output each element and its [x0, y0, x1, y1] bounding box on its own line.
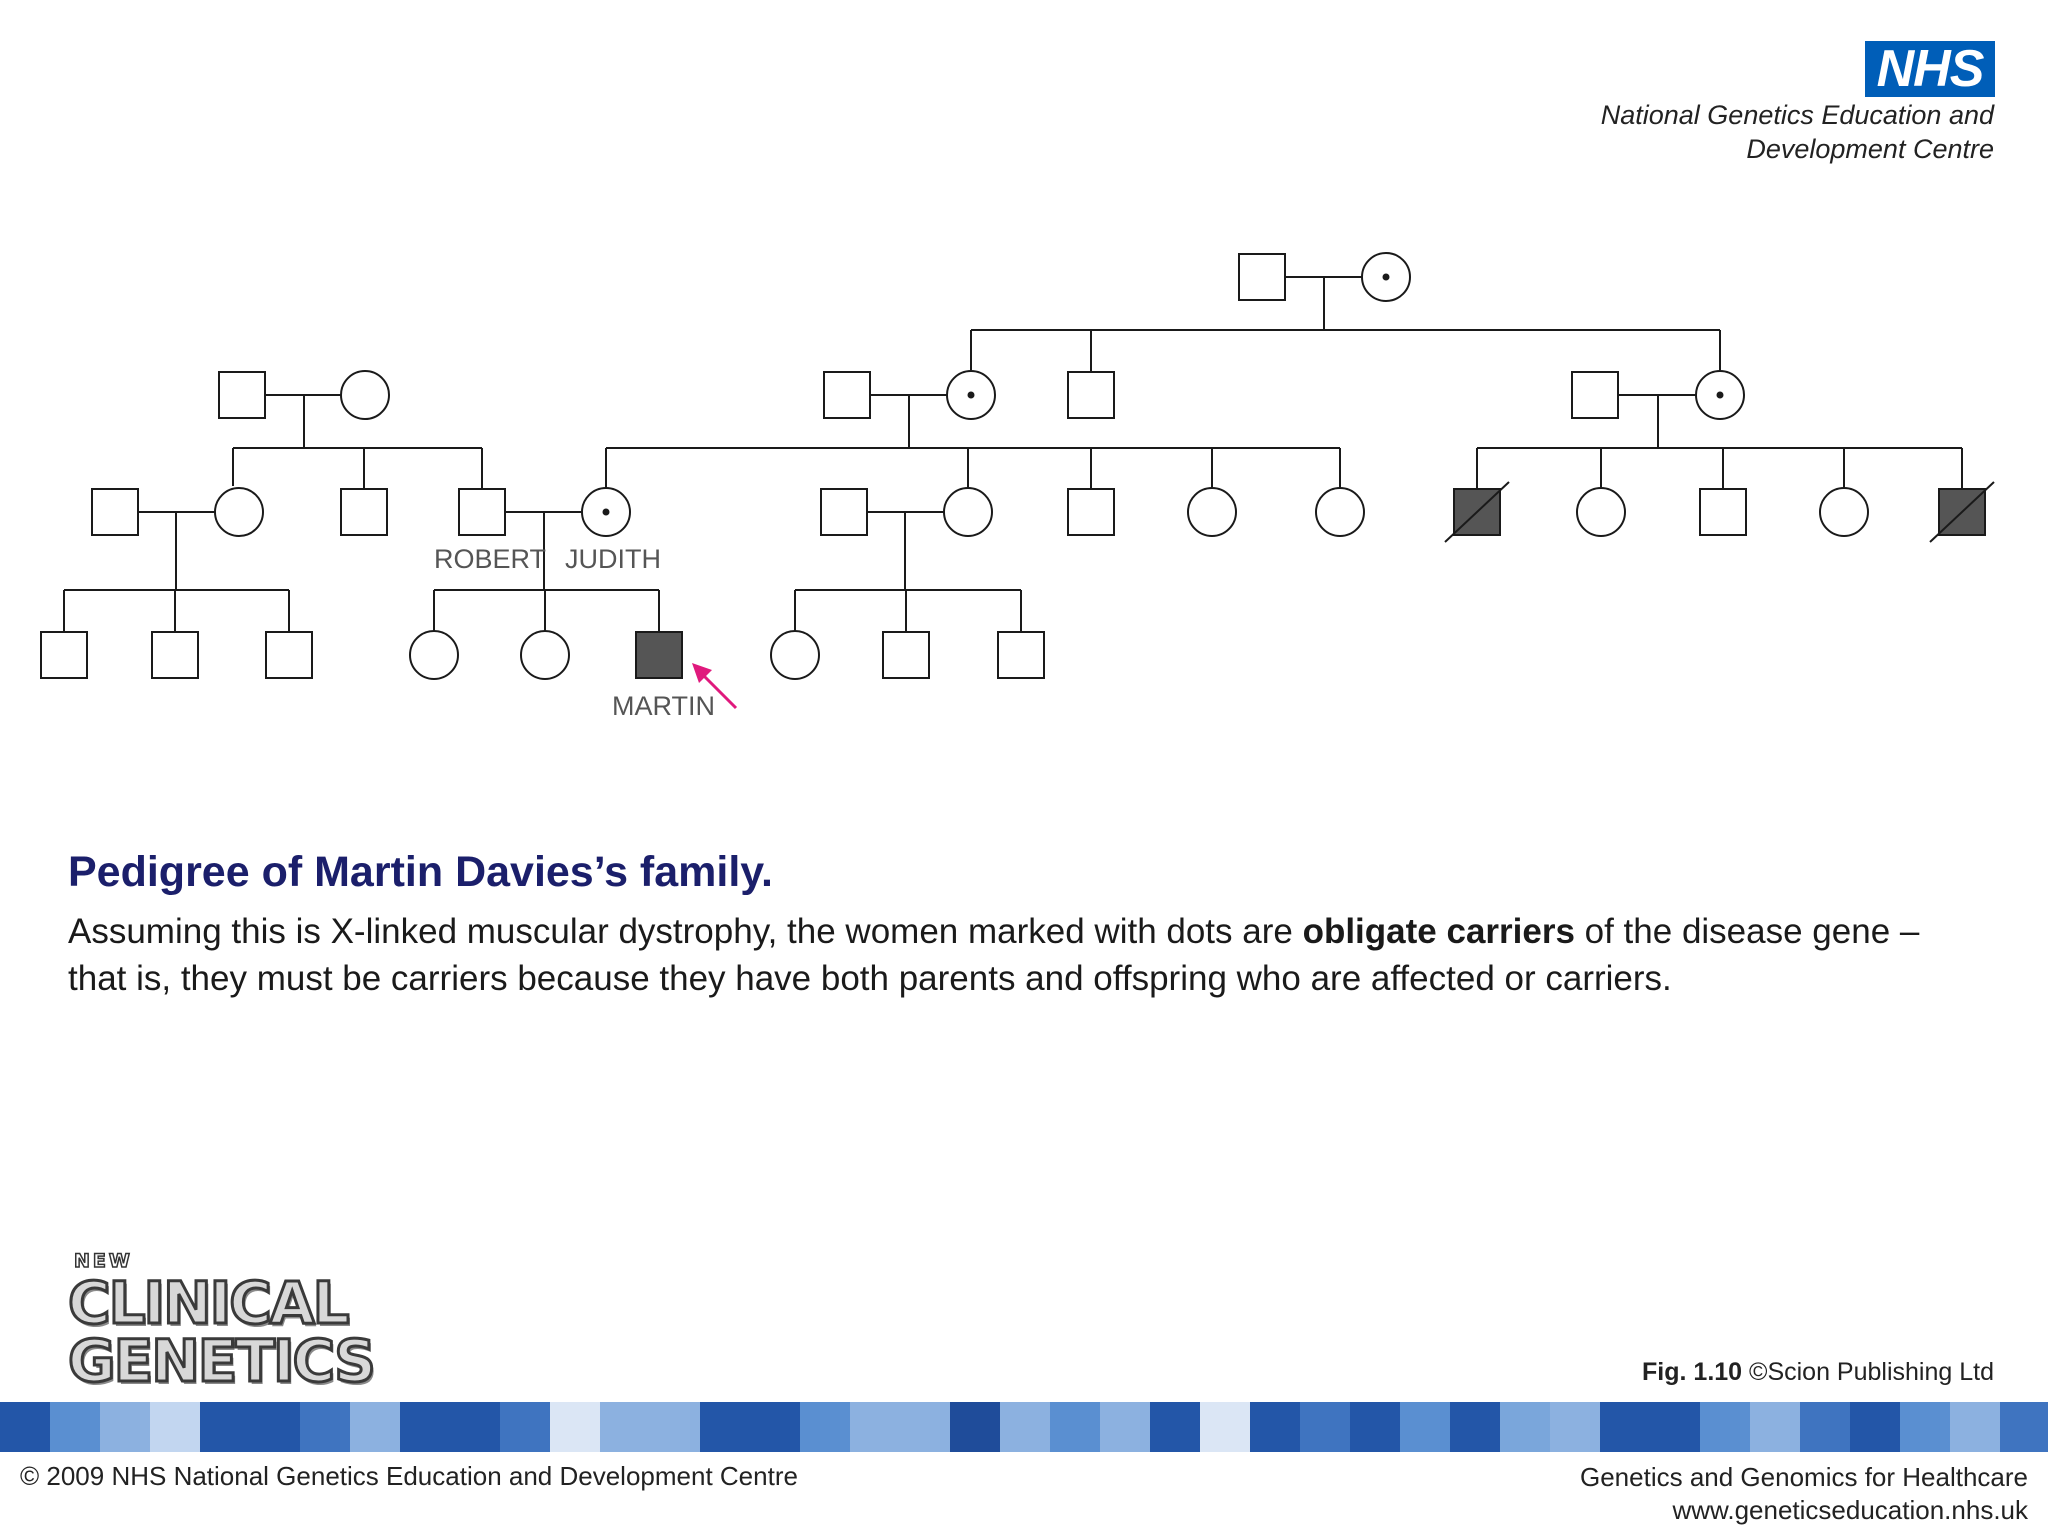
male-individual: [40, 631, 88, 679]
female-individual: [520, 630, 570, 680]
affected-deceased-male: [1444, 481, 1510, 543]
band-segment: [1750, 1402, 1800, 1452]
new-clinical-genetics-logo: NEW CLINICAL GENETICS: [67, 1249, 448, 1395]
female-individual: [409, 630, 459, 680]
decorative-color-band: [0, 1402, 2048, 1452]
logo-clinical-text: CLINICAL: [67, 1269, 352, 1337]
band-segment: [1500, 1402, 1550, 1452]
band-segment: [600, 1402, 700, 1452]
female-individual: [340, 370, 390, 420]
figure-credit: Fig. 1.10 ©Scion Publishing Ltd: [1642, 1358, 1994, 1387]
pedigree-lines: [63, 276, 1963, 632]
band-segment: [1400, 1402, 1450, 1452]
pedigree-diagram: ROBERT JUDITH MARTIN: [40, 252, 1995, 721]
carrier-female: [581, 487, 631, 537]
band-segment: [1550, 1402, 1600, 1452]
male-individual: [218, 371, 266, 419]
band-segment: [800, 1402, 850, 1452]
male-individual: [1067, 488, 1115, 536]
affected-deceased-male: [1929, 481, 1995, 543]
pedigree-individuals: [40, 252, 1995, 680]
caption-body-text: Assuming this is X-linked muscular dystr…: [68, 912, 1303, 951]
organisation-name-line1: National Genetics Education and: [1600, 100, 1994, 130]
band-segment: [350, 1402, 400, 1452]
band-segment: [50, 1402, 100, 1452]
band-segment: [1700, 1402, 1750, 1452]
band-segment: [1300, 1402, 1350, 1452]
male-individual: [882, 631, 930, 679]
footer-copyright: © 2009 NHS National Genetics Education a…: [20, 1461, 798, 1491]
male-individual: [1571, 371, 1619, 419]
band-segment: [1350, 1402, 1400, 1452]
male-individual: [151, 631, 199, 679]
band-segment: [150, 1402, 200, 1452]
female-individual: [1819, 487, 1869, 537]
nhs-logo: NHS: [1865, 41, 1995, 97]
affected-male: [635, 631, 683, 679]
male-individual: [91, 488, 139, 536]
logo-genetics-text: GENETICS: [67, 1327, 378, 1395]
band-segment: [1200, 1402, 1250, 1452]
male-individual: [997, 631, 1045, 679]
male-individual: [823, 371, 871, 419]
footer-right: Genetics and Genomics for Healthcare www…: [1580, 1461, 2028, 1527]
female-individual: [1315, 487, 1365, 537]
female-individual: [214, 487, 264, 537]
male-individual: [820, 488, 868, 536]
band-segment: [1250, 1402, 1300, 1452]
band-segment: [1050, 1402, 1100, 1452]
band-segment: [500, 1402, 550, 1452]
band-segment: [1600, 1402, 1700, 1452]
male-individual: [1238, 253, 1286, 301]
female-individual: [1576, 487, 1626, 537]
band-segment: [1850, 1402, 1900, 1452]
band-segment: [0, 1402, 50, 1452]
caption-body: Assuming this is X-linked muscular dystr…: [68, 908, 1968, 1002]
caption-body-emphasis: obligate carriers: [1302, 912, 1575, 951]
label-judith: JUDITH: [565, 544, 661, 574]
band-segment: [1450, 1402, 1500, 1452]
carrier-female: [1695, 370, 1745, 420]
band-segment: [2000, 1402, 2048, 1452]
caption-title: Pedigree of Martin Davies’s family.: [68, 848, 773, 896]
band-segment: [550, 1402, 600, 1452]
male-individual: [340, 488, 388, 536]
footer-url[interactable]: www.geneticseducation.nhs.uk: [1672, 1495, 2028, 1525]
carrier-female: [946, 370, 996, 420]
female-individual: [1187, 487, 1237, 537]
band-segment: [1900, 1402, 1950, 1452]
male-individual: [458, 488, 506, 536]
band-segment: [850, 1402, 950, 1452]
publisher-credit: ©Scion Publishing Ltd: [1749, 1358, 1994, 1386]
logo-new-text: NEW: [73, 1249, 133, 1273]
female-individual: [770, 630, 820, 680]
band-segment: [950, 1402, 1000, 1452]
organisation-name-line2: Development Centre: [1746, 134, 1994, 164]
band-segment: [1000, 1402, 1050, 1452]
male-individual: [1067, 371, 1115, 419]
figure-number: Fig. 1.10: [1642, 1358, 1743, 1386]
band-segment: [700, 1402, 800, 1452]
caption-body-text-end: of the disease gene – that is, they must…: [68, 912, 1920, 998]
organisation-name: National Genetics Education and Developm…: [1394, 98, 1994, 166]
band-segment: [1950, 1402, 2000, 1452]
band-segment: [1100, 1402, 1150, 1452]
band-segment: [300, 1402, 350, 1452]
label-martin: MARTIN: [612, 691, 715, 721]
proband-arrow-icon: [692, 663, 738, 710]
male-individual: [1699, 488, 1747, 536]
band-segment: [1150, 1402, 1200, 1452]
footer-tagline: Genetics and Genomics for Healthcare: [1580, 1462, 2028, 1492]
band-segment: [400, 1402, 500, 1452]
male-individual: [265, 631, 313, 679]
band-segment: [200, 1402, 300, 1452]
female-individual: [943, 487, 993, 537]
band-segment: [100, 1402, 150, 1452]
carrier-female: [1361, 252, 1411, 302]
label-robert: ROBERT: [434, 544, 546, 574]
band-segment: [1800, 1402, 1850, 1452]
